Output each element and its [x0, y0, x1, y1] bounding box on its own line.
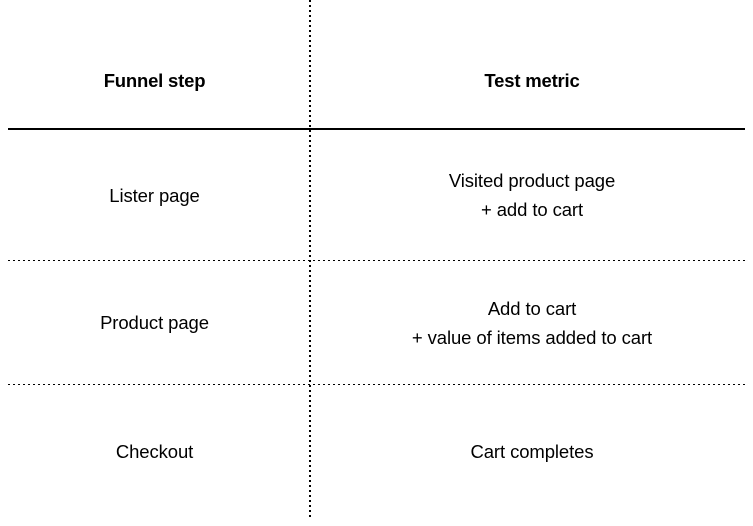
table-row-2-test-metric: Add to cart + value of items added to ca… [311, 261, 753, 384]
column-header-test-metric-label: Test metric [484, 69, 580, 91]
table-cell-funnel-step: Product page [100, 312, 209, 333]
table-cell-test-metric: Visited product page + add to cart [448, 170, 616, 220]
table-cell-funnel-step: Lister page [109, 184, 200, 206]
table-cell-funnel-step: Checkout [115, 441, 194, 462]
header-bottom-rule [8, 128, 745, 130]
table-cell-test-metric: Add to cart + value of items added to ca… [411, 297, 653, 348]
table-row-3-test-metric: Cart completes [311, 385, 753, 518]
table-row-3-funnel-step: Checkout [0, 385, 309, 518]
column-divider-dotted [309, 0, 311, 518]
column-header-test-metric: Test metric [311, 44, 753, 116]
row-separator-1 [8, 260, 745, 261]
table-cell-test-metric: Cart completes [470, 441, 594, 462]
table-row-1-test-metric: Visited product page + add to cart [311, 130, 753, 260]
table-row-2-funnel-step: Product page [0, 261, 309, 384]
table-row-1-funnel-step: Lister page [0, 130, 309, 260]
row-separator-2 [8, 384, 745, 385]
column-header-funnel-step: Funnel step [0, 44, 309, 116]
column-header-funnel-step-label: Funnel step [103, 69, 206, 91]
